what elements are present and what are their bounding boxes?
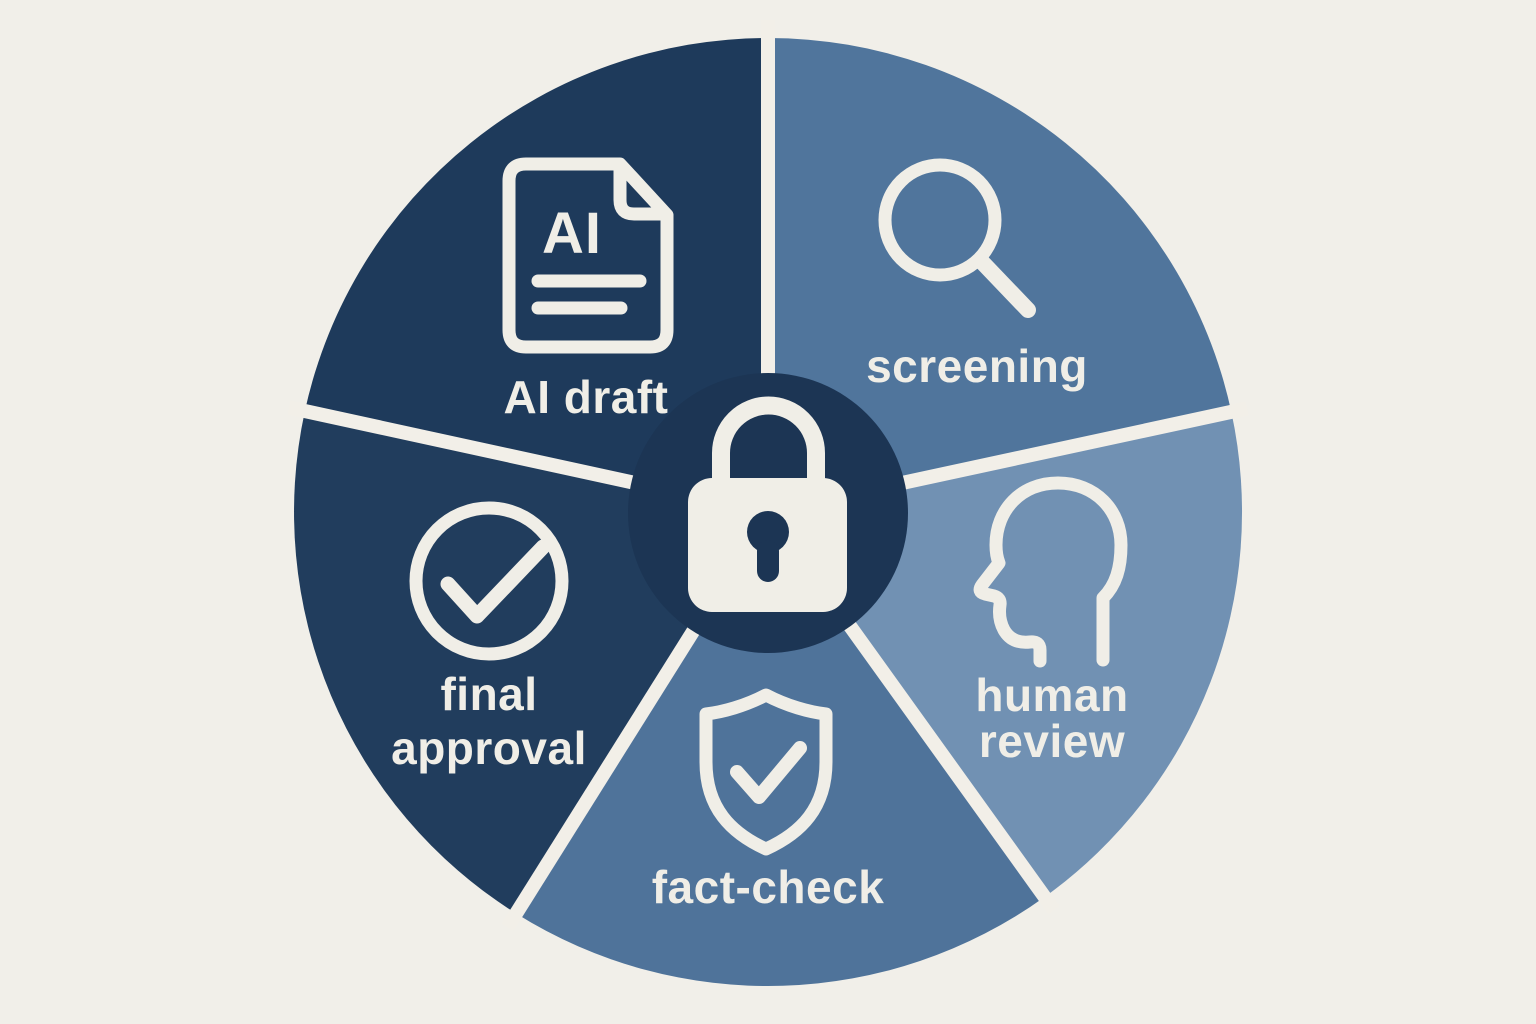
final-approval-content: final approval	[391, 501, 587, 774]
fact-check-content: fact-check	[652, 688, 885, 913]
segment-label-final: final	[440, 668, 537, 720]
screening-content: screening	[866, 158, 1088, 392]
check-circle-icon	[409, 501, 569, 661]
ai-draft-content: AI AI draft	[502, 157, 674, 423]
divider-left-upper	[287, 400, 643, 492]
check-circle-checkmark	[440, 539, 551, 624]
segment-label-screening: screening	[866, 340, 1088, 392]
lock-shackle	[712, 396, 825, 487]
divider-right-lower	[838, 613, 1060, 914]
lock-icon	[688, 396, 847, 612]
document-fold-corner	[613, 159, 672, 221]
segment-label-ai-draft: AI draft	[504, 371, 669, 423]
magnifier-handle	[975, 255, 1036, 318]
magnifier-lens	[878, 158, 1002, 282]
segment-label-review: review	[979, 715, 1125, 767]
lock-keyhole-circle	[747, 511, 789, 553]
shield-outline	[699, 688, 833, 856]
divider-left-lower	[501, 618, 705, 931]
segment-fact-check	[516, 512, 1045, 987]
human-review-content: human review	[973, 476, 1128, 767]
head-profile-icon	[973, 476, 1128, 668]
segment-label-approval: approval	[391, 722, 587, 774]
segment-label-human: human	[975, 669, 1128, 721]
lock-keyhole-stem	[757, 540, 779, 582]
check-circle-ring	[409, 501, 569, 661]
magnifier-icon	[878, 158, 1036, 318]
ai-document-icon: AI	[502, 157, 674, 354]
center-hub	[628, 373, 908, 653]
shield-checkmark	[730, 741, 807, 804]
divider-right-upper	[893, 401, 1249, 492]
document-ai-text: AI	[542, 201, 602, 266]
segment-label-fact-check: fact-check	[652, 861, 885, 913]
segment-dividers	[287, 20, 1249, 931]
shield-check-icon	[699, 688, 833, 856]
document-outline	[502, 157, 674, 354]
